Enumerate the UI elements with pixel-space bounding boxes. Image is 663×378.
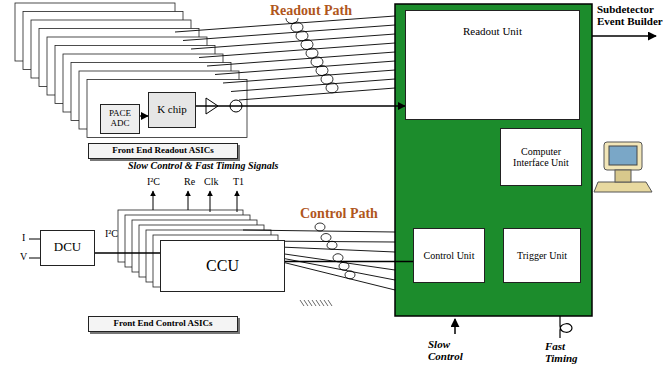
dcu-inputs: [29, 239, 40, 258]
trigger-unit-box: Trigger Unit: [503, 228, 581, 283]
path-title: Control Path: [298, 206, 380, 221]
signal-connector: [285, 261, 413, 262]
signal-name: Re: [182, 176, 197, 187]
signal-name: Clk: [202, 176, 220, 187]
section-label-box: Front End Readout ASICs: [88, 143, 238, 159]
signal-arrows: [153, 191, 237, 212]
dcu-box: DCU: [40, 230, 95, 266]
signal-connector: [140, 115, 148, 116]
box-text: K chip: [157, 103, 187, 115]
signal-name: T1: [231, 176, 246, 187]
box-text: DCU: [54, 240, 81, 254]
box-text: PACE ADC: [105, 109, 135, 129]
computer-icon: [594, 142, 652, 192]
output-label: Subdetector Event Builder: [595, 3, 663, 27]
signal-name: V: [18, 251, 29, 262]
signal-name: I: [20, 232, 27, 243]
interface-unit-box: Computer Interface Unit: [500, 128, 582, 186]
ccu-box: CCU: [160, 240, 285, 292]
section-label-box: Front End Control ASICs: [88, 316, 238, 332]
readout-board-stack: [15, 3, 247, 138]
signal-connector: [196, 105, 405, 106]
box-text: Computer Interface Unit: [506, 146, 576, 168]
box-text: Front End Readout ASICs: [112, 146, 214, 156]
slow-control-arrow: [454, 319, 456, 334]
input-label: Fast Timing: [543, 340, 597, 364]
box-text: CCU: [206, 257, 239, 275]
output-arrow: [592, 35, 656, 37]
daq-crate: [395, 4, 592, 316]
input-label: Slow Control: [426, 338, 480, 362]
box-text: Control Unit: [424, 250, 475, 261]
box-text: Trigger Unit: [517, 250, 567, 261]
box-text: Readout Unit: [463, 25, 522, 37]
adc-chip-box: PACE ADC: [100, 104, 140, 134]
signal-name: I²C: [103, 228, 120, 239]
signal-name: I²C: [145, 176, 162, 187]
readout-fibres: [175, 13, 395, 100]
signal-connector: [95, 252, 160, 253]
kchip-box: K chip: [148, 92, 196, 128]
control-unit-box: Control Unit: [413, 228, 485, 283]
signal-group-label: Slow Control & Fast Timing Signals: [126, 160, 281, 171]
path-title: Readout Path: [268, 3, 354, 18]
box-text: Front End Control ASICs: [114, 319, 213, 329]
readout-unit-box: Readout Unit: [405, 10, 580, 120]
fast-timing-fibre: [560, 316, 572, 338]
